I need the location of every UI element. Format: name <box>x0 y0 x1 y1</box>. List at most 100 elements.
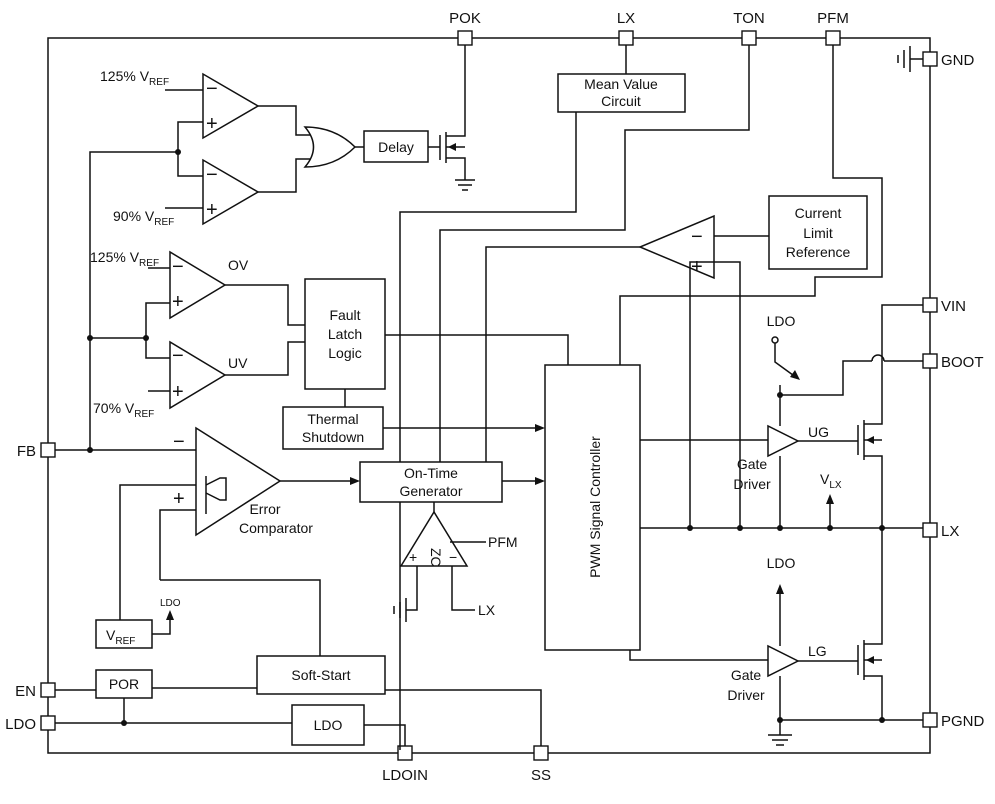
pok-mosfet <box>428 45 475 191</box>
error-comparator-label-2: Comparator <box>239 520 313 536</box>
uv-comparator: − + <box>169 340 227 410</box>
zc-pfm-label: PFM <box>488 534 518 550</box>
pin-fb-label: FB <box>17 443 36 460</box>
pin-pok-label: POK <box>449 10 481 27</box>
pin-pfm-label: PFM <box>817 10 849 27</box>
current-limit-comparator: − + <box>638 214 715 280</box>
svg-text:On-Time: On-Time <box>404 465 458 481</box>
ldo-small-label: LDO <box>160 598 181 609</box>
ov-label: OV <box>228 257 249 273</box>
pin-boot <box>922 353 938 369</box>
ref-70: 70% VREF <box>93 400 154 420</box>
pin-vin <box>922 297 938 313</box>
svg-text:Soft-Start: Soft-Start <box>291 667 350 683</box>
pin-ldo-label: LDO <box>5 716 36 733</box>
pok-uv-comparator: − + <box>202 158 260 226</box>
svg-text:LDO: LDO <box>314 717 343 733</box>
current-limit-reference-block <box>768 195 868 270</box>
svg-text:Mean Value: Mean Value <box>584 76 658 92</box>
on-time-generator-block <box>359 461 503 503</box>
pin-lx-top-label: LX <box>617 10 635 27</box>
svg-text:Driver: Driver <box>727 687 765 703</box>
soft-start-block <box>256 655 386 695</box>
gnd-symbol-top <box>897 46 923 72</box>
pin-ldoin-label: LDOIN <box>382 767 428 784</box>
pwm-signal-controller-block <box>544 364 641 651</box>
svg-text:+: + <box>173 488 185 510</box>
ref-125-fault: 125% VREF <box>90 249 159 269</box>
svg-text:Shutdown: Shutdown <box>302 429 364 445</box>
pin-pgnd <box>922 712 938 728</box>
pwm-label: PWM Signal Controller <box>587 436 603 578</box>
or-gate <box>303 126 357 168</box>
svg-text:−: − <box>206 78 218 100</box>
svg-text:Limit: Limit <box>803 225 833 241</box>
error-comparator-label-1: Error <box>249 501 280 517</box>
svg-text:−: − <box>172 345 184 367</box>
pin-pfm <box>825 30 841 46</box>
svg-text:+: + <box>691 256 703 278</box>
svg-text:Fault: Fault <box>329 307 360 323</box>
fault-latch-logic-block <box>304 278 386 390</box>
pin-gnd <box>922 51 938 67</box>
pin-gnd-label: GND <box>941 52 975 69</box>
pin-fb <box>40 442 56 458</box>
svg-text:−: − <box>172 256 184 278</box>
pin-pgnd-label: PGND <box>941 713 985 730</box>
svg-text:+: + <box>206 113 218 135</box>
ug-label: UG <box>808 424 829 440</box>
svg-text:Driver: Driver <box>733 476 771 492</box>
ref-125-top: 125% VREF <box>100 68 169 88</box>
pin-ss-label: SS <box>531 767 551 784</box>
svg-text:Thermal: Thermal <box>307 411 358 427</box>
svg-text:ZC: ZC <box>428 548 444 567</box>
vlx-label: VLX <box>820 471 842 491</box>
pin-ldo <box>40 715 56 731</box>
chip-outline <box>47 37 931 754</box>
svg-text:POR: POR <box>109 676 139 692</box>
ldo-ug-label: LDO <box>767 313 796 329</box>
ov-comparator: − + <box>169 250 227 320</box>
ug-gate-driver <box>767 424 800 458</box>
ug-mosfet <box>857 304 923 528</box>
lg-mosfet <box>857 528 883 720</box>
pin-ton <box>741 30 757 46</box>
thermal-shutdown-block <box>282 406 384 450</box>
pin-lx-top <box>618 30 634 46</box>
ldo-lg-label: LDO <box>767 555 796 571</box>
pin-vin-label: VIN <box>941 298 966 315</box>
pin-en-label: EN <box>15 683 36 700</box>
svg-text:Gate: Gate <box>737 456 768 472</box>
pin-en <box>40 682 56 698</box>
svg-text:+: + <box>409 549 417 565</box>
svg-text:+: + <box>172 291 184 313</box>
svg-text:Logic: Logic <box>328 345 361 361</box>
svg-text:−: − <box>449 549 457 565</box>
svg-text:Circuit: Circuit <box>601 93 641 109</box>
svg-text:−: − <box>691 226 703 248</box>
svg-text:Reference: Reference <box>786 244 851 260</box>
svg-text:+: + <box>206 199 218 221</box>
svg-text:Generator: Generator <box>399 483 462 499</box>
pin-lx-right <box>922 522 938 538</box>
svg-text:+: + <box>172 381 184 403</box>
svg-text:Gate: Gate <box>731 667 762 683</box>
zc-lx-label: LX <box>478 602 496 618</box>
svg-text:−: − <box>173 431 185 453</box>
gnd-symbol-zc <box>393 598 407 622</box>
gnd-symbol-pgnd <box>768 720 792 746</box>
svg-text:−: − <box>206 164 218 186</box>
svg-text:Current: Current <box>795 205 842 221</box>
ref-90: 90% VREF <box>113 208 174 228</box>
vref-label: VREF <box>106 627 135 647</box>
pok-ov-comparator: − + <box>202 72 260 140</box>
pin-pok <box>457 30 473 46</box>
pin-ton-label: TON <box>733 10 764 27</box>
delay-label: Delay <box>378 139 414 155</box>
pin-ss <box>533 745 549 761</box>
ldo-node <box>771 336 779 344</box>
lg-label: LG <box>808 643 827 659</box>
svg-text:Latch: Latch <box>328 326 362 342</box>
zc-comparator: + − ZC <box>399 510 469 567</box>
